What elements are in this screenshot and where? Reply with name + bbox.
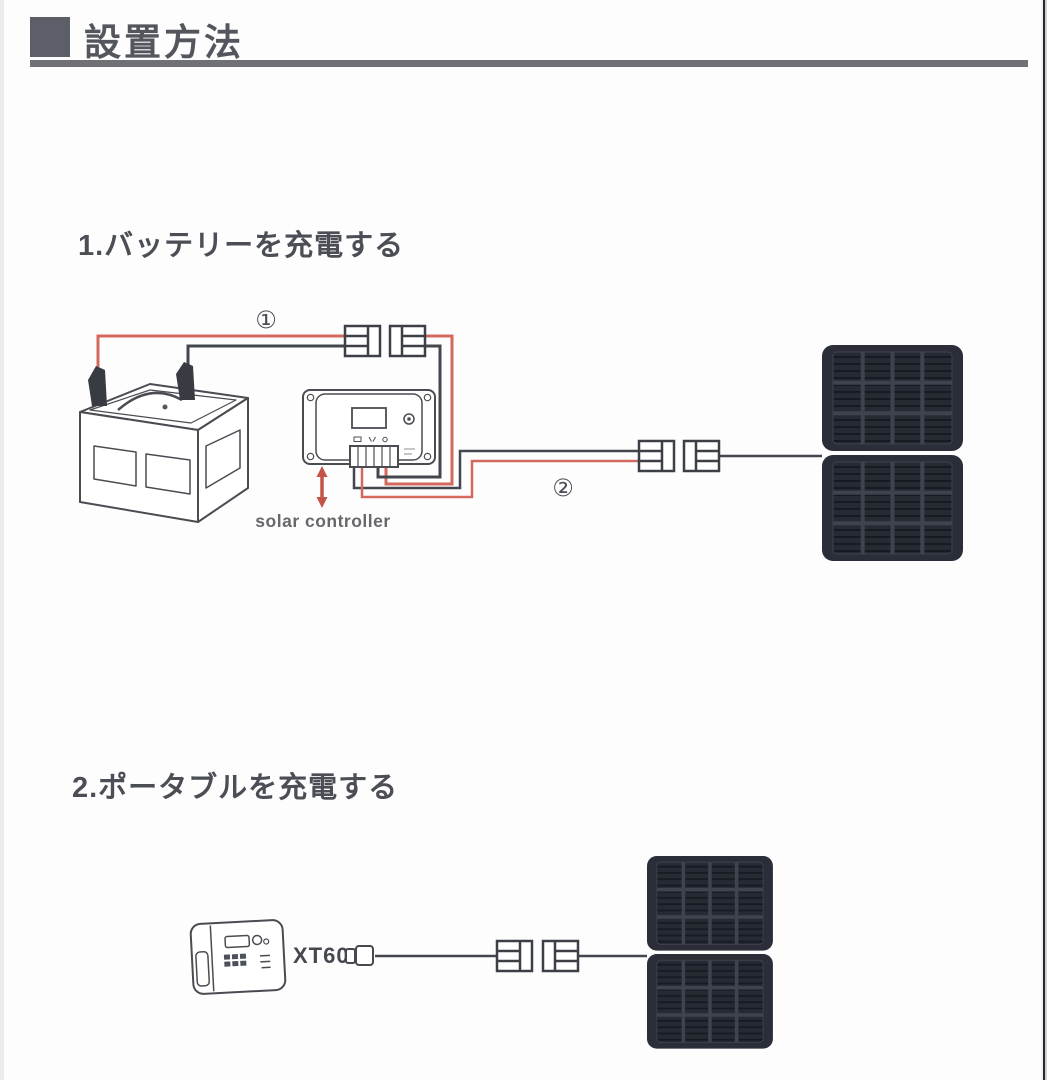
header-underline [30,60,1028,67]
wire-pv-gray [352,449,822,490]
page-left-edge [0,0,4,1080]
wire-pv-red [360,459,639,499]
mc4-connector-pair-1 [343,324,427,358]
header-square-icon [30,17,70,57]
power-station-button [251,934,263,946]
solar-panel-illustration-2 [645,854,775,1051]
section-2-title: 2.ポータブルを充電する [72,772,399,804]
page-right-edge-line [1043,0,1045,1080]
controller-screws [306,393,432,461]
controller-display [351,407,387,429]
step-2-marker: ② [552,475,574,502]
section-1-title: 1.バッテリーを充電する [78,230,405,262]
step-1-marker: ① [255,307,277,334]
controller-terminal-icons [353,436,388,443]
double-arrow-icon [316,466,328,508]
wire-black-negative [186,344,442,479]
solar-controller-label: solar controller [255,511,390,531]
xt60-label: XT60 [293,943,350,968]
power-station-illustration [189,919,287,995]
solar-controller-illustration [302,389,436,468]
mc4-connector-pair-2 [637,439,721,473]
battery-clamp-positive-icon [88,366,107,406]
page-right-edge-inner [1041,0,1043,1080]
diagram-canvas: solar controller ① ② [79,307,965,1051]
battery-handle [117,391,183,411]
battery-illustration [79,362,249,523]
power-station-display [224,934,251,949]
battery-clamp-negative-icon [176,362,195,400]
xt60-connector-icon [345,945,374,966]
controller-button [403,413,415,425]
portable-charging-diagram: XT60 [189,854,775,1051]
battery-charging-diagram: solar controller ① ② [79,307,965,563]
page-title: 設置方法 [84,22,244,63]
solar-panel-illustration-1 [820,343,965,563]
power-station-ports [223,953,247,967]
page-right-edge-outer [1045,0,1047,1080]
mc4-connector-pair-3 [495,939,580,973]
